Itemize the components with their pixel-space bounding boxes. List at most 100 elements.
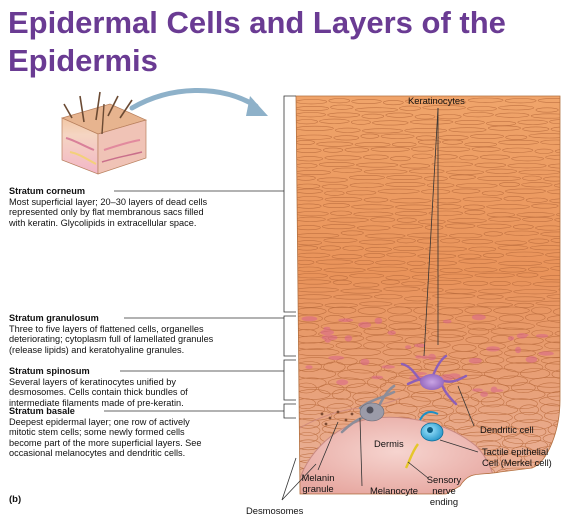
- keratinocyte-shape: [296, 252, 331, 258]
- keratinocyte-shape: [464, 142, 498, 148]
- keratinocyte-shape: [358, 239, 396, 245]
- keratinocyte-shape: [547, 189, 560, 195]
- keratinocyte-shape: [535, 107, 559, 113]
- keratinocyte-shape: [331, 389, 352, 400]
- keratinocyte-shape: [498, 260, 543, 266]
- label-dendritic-cell: Dendritic cell: [480, 424, 534, 435]
- keratinocyte-shape: [351, 99, 382, 105]
- keratinocyte-shape: [552, 307, 560, 316]
- keratinocyte-shape: [502, 437, 524, 449]
- keratinocyte-shape: [296, 439, 321, 451]
- keratinocyte-shape: [556, 212, 560, 218]
- keratinocyte-shape: [444, 288, 477, 294]
- keratinocyte-shape: [296, 183, 321, 189]
- keratinocyte-shape: [345, 190, 377, 196]
- keratinocyte-shape: [356, 162, 399, 168]
- keratinocyte-shape: [445, 169, 485, 175]
- keratinocyte-shape: [296, 377, 327, 389]
- keratinocyte-shape: [411, 146, 435, 152]
- granule-shape: [525, 356, 538, 363]
- keratinocyte-shape: [471, 412, 513, 423]
- keratinocyte-shape: [422, 357, 459, 366]
- keratinocyte-shape: [296, 225, 321, 231]
- keratinocyte-shape: [497, 245, 529, 251]
- keratinocyte-shape: [360, 133, 380, 139]
- keratinocyte-shape: [528, 133, 560, 139]
- keratinocyte-shape: [318, 330, 363, 338]
- granule-shape: [538, 351, 554, 356]
- keratinocyte-shape: [428, 334, 465, 342]
- keratinocyte-shape: [296, 417, 321, 429]
- keratinocyte-shape: [461, 362, 503, 373]
- keratinocyte-shape: [365, 334, 404, 343]
- keratinocyte-shape: [416, 238, 439, 244]
- keratinocyte-shape: [417, 409, 448, 421]
- keratinocyte-shape: [456, 425, 496, 437]
- granule-shape: [442, 319, 452, 324]
- keratinocyte-shape: [296, 314, 323, 323]
- keratinocyte-shape: [448, 127, 487, 133]
- melanin-granules: [320, 410, 354, 426]
- keratinocyte-shape: [510, 382, 536, 394]
- keratinocyte-shape: [540, 356, 560, 365]
- keratinocyte-shape: [455, 404, 477, 416]
- keratinocyte-shape: [412, 153, 433, 159]
- keratinocyte-shape: [505, 356, 540, 364]
- layer-desc-line: deteriorating; cytoplasm full of lamella…: [9, 334, 214, 345]
- keratinocyte-shape: [467, 106, 497, 112]
- keratinocyte-shape: [393, 302, 434, 308]
- keratinocyte-shape: [367, 266, 409, 272]
- layer-desc-line: (release lipids) and keratohyaline granu…: [9, 344, 185, 355]
- keratinocyte-shape: [543, 259, 560, 265]
- granule-shape: [468, 357, 482, 364]
- label-line: Sensory: [426, 474, 462, 485]
- keratinocyte-shape: [513, 289, 558, 295]
- keratinocyte-shape: [417, 139, 441, 145]
- label-keratinocytes: Keratinocytes: [408, 95, 465, 106]
- keratinocyte-shape: [467, 97, 504, 103]
- keratinocyte-shape: [296, 302, 324, 308]
- keratinocyte-shape: [516, 212, 555, 218]
- keratinocyte-shape: [330, 104, 354, 110]
- keratinocyte-shape: [370, 146, 410, 152]
- keratinocyte-shape: [317, 397, 354, 409]
- keratinocyte-shape: [502, 147, 534, 153]
- keratinocyte-shape: [370, 217, 396, 223]
- keratinocyte-shape: [322, 203, 350, 209]
- keratinocyte-shape: [551, 368, 560, 380]
- keratinocyte-shape: [531, 306, 552, 315]
- layer-name: Stratum basale: [9, 406, 75, 416]
- keratinocyte-shape: [406, 232, 448, 238]
- keratinocyte-shape: [549, 119, 560, 125]
- granule-shape: [405, 345, 412, 349]
- granule-shape: [515, 346, 522, 354]
- keratinocyte-shape: [318, 162, 355, 168]
- keratinocyte-shape: [485, 168, 518, 174]
- keratinocyte-shape: [296, 398, 316, 410]
- layer-name: Stratum corneum: [9, 186, 86, 196]
- keratinocyte-shape: [503, 196, 525, 202]
- layer-desc-line: become part of the more superficial laye…: [9, 437, 202, 448]
- page-title: Epidermal Cells and Layers of the Epider…: [8, 5, 506, 78]
- layer-desc-line: desmosomes. Cells contain thick bundles …: [9, 387, 188, 398]
- layer-desc-line: represented only by flat membranous sacs…: [9, 207, 204, 218]
- keratinocyte-shape: [511, 281, 532, 287]
- keratinocyte-shape: [451, 188, 481, 194]
- keratinocyte-shape: [296, 342, 335, 350]
- keratinocyte-shape: [439, 267, 463, 273]
- granule-shape: [414, 343, 426, 348]
- keratinocyte-shape: [495, 112, 530, 118]
- keratinocyte-shape: [465, 336, 490, 344]
- keratinocyte-shape: [417, 253, 457, 259]
- keratinocyte-shape: [388, 314, 418, 323]
- keratinocyte-shape: [323, 237, 358, 243]
- layer-desc-line: Deepest epidermal layer; one row of acti…: [9, 416, 190, 427]
- keratinocyte-shape: [333, 294, 373, 300]
- keratinocyte-shape: [394, 211, 428, 217]
- keratinocyte-shape: [340, 230, 364, 236]
- keratinocyte-shape: [461, 239, 494, 245]
- keratinocyte-shape: [529, 245, 560, 251]
- keratinocyte-shape: [335, 341, 362, 350]
- keratinocyte-shape: [464, 306, 492, 315]
- keratinocyte-shape: [296, 163, 318, 169]
